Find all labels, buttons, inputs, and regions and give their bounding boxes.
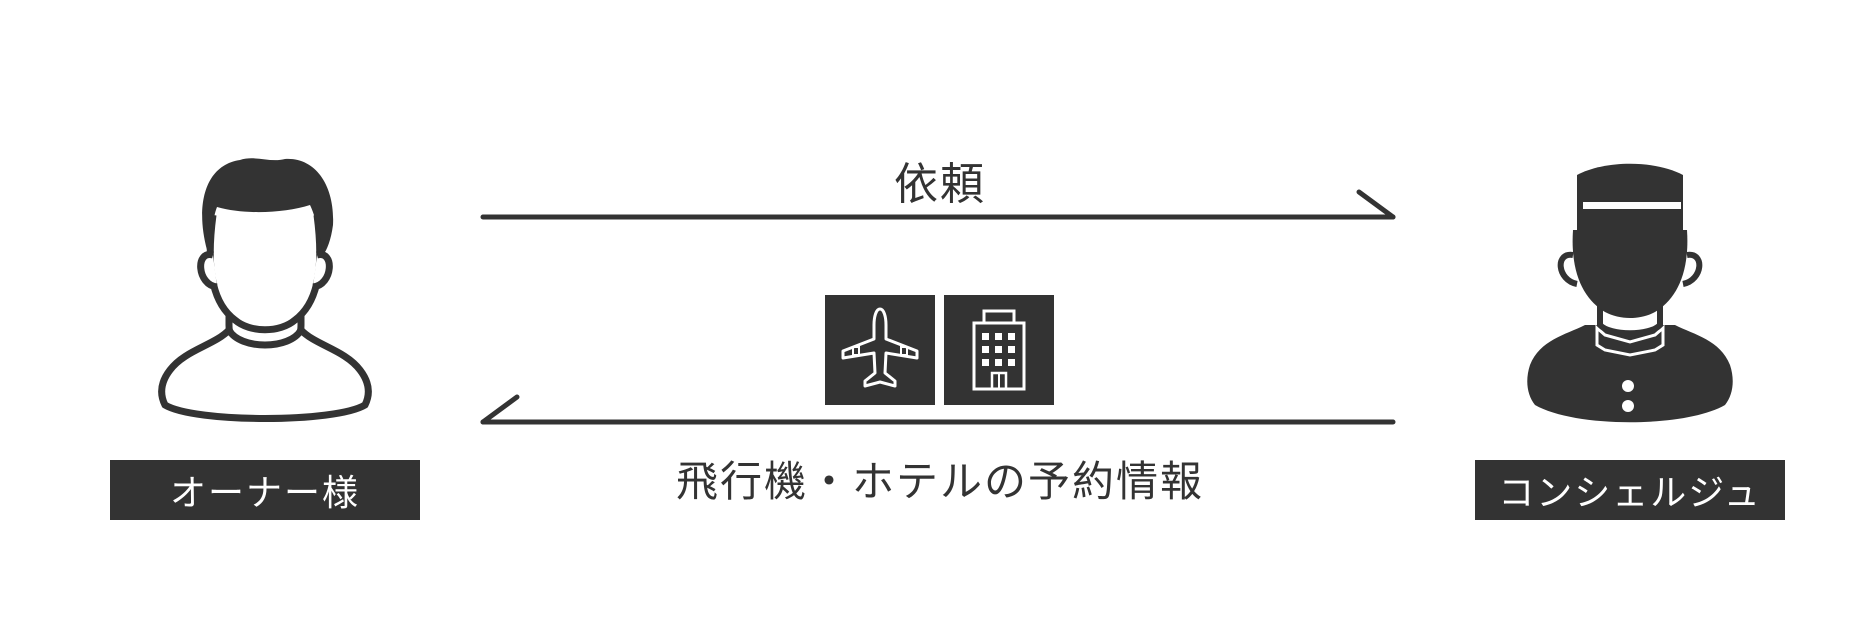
hotel-icon-box	[944, 295, 1054, 405]
owner-label: オーナー様	[110, 460, 420, 520]
response-arrow-label: 飛行機・ホテルの予約情報	[640, 448, 1240, 509]
response-arrow	[480, 394, 1396, 425]
owner-person-icon	[158, 158, 372, 422]
owner-label-text: オーナー様	[169, 473, 360, 514]
concierge-label-text: コンシェルジュ	[1498, 473, 1762, 514]
request-label-text: 依頼	[894, 159, 986, 210]
airplane-icon-box	[825, 295, 935, 405]
request-arrow-label: 依頼	[840, 148, 1040, 212]
concierge-icon	[1527, 163, 1733, 423]
request-arrow	[480, 189, 1396, 220]
concierge-label: コンシェルジュ	[1475, 460, 1785, 520]
hotel-building-icon	[972, 309, 1026, 391]
response-label-text: 飛行機・ホテルの予約情報	[675, 457, 1204, 506]
airplane-icon	[841, 307, 919, 388]
